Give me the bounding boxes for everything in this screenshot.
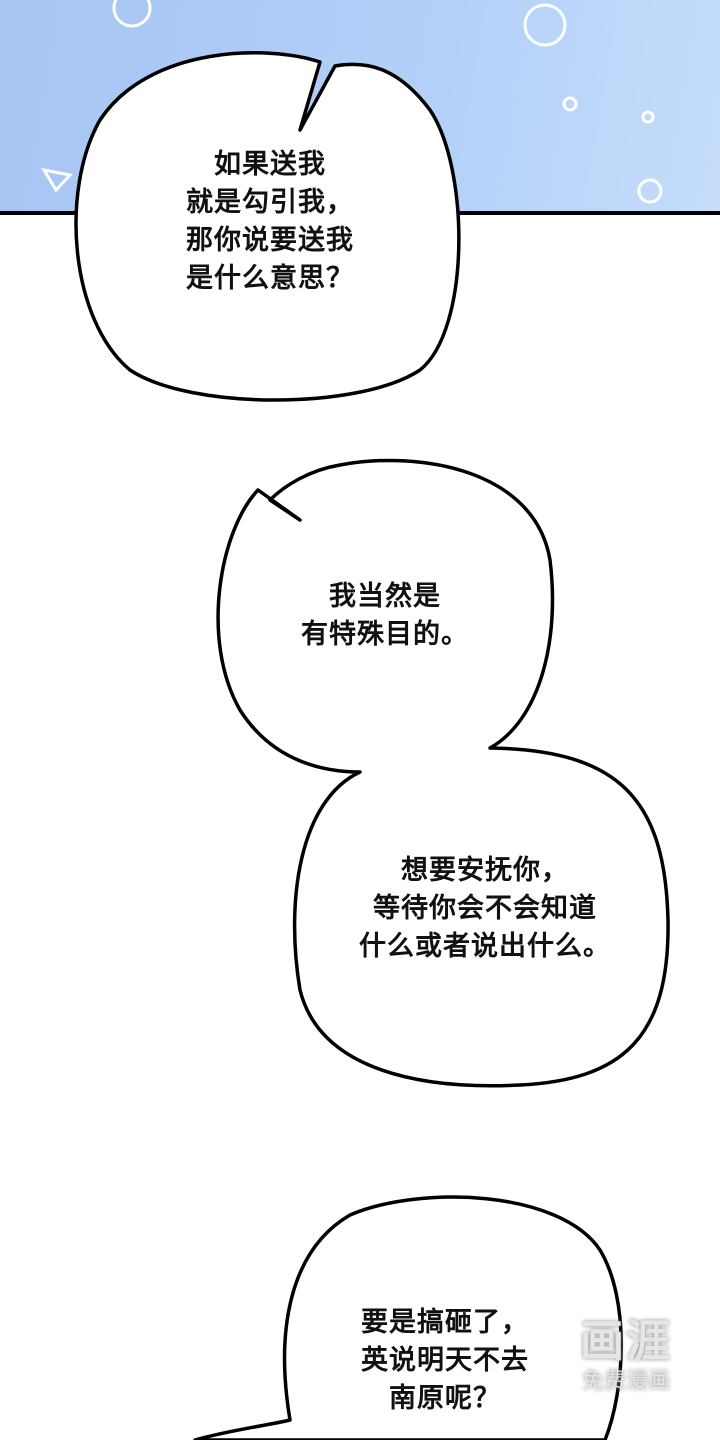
sky-decorations <box>40 0 663 204</box>
dialogue-line: 南原呢？ <box>389 1383 501 1414</box>
small-circle-icon <box>562 96 578 112</box>
dialogue-line: 我当然是 <box>329 581 441 612</box>
watermark-logo-text: 画涯 <box>580 1316 672 1367</box>
dialogue-line: 那你说要送我 <box>186 225 354 256</box>
dialogue-line: 就是勾引我， <box>186 187 354 218</box>
speech-bubble-4 <box>193 1195 623 1440</box>
striped-circle-icon <box>523 3 567 47</box>
striped-circle-icon <box>112 0 152 28</box>
dialogue-line: 想要安抚你， <box>401 855 569 886</box>
dialogue-line: 英说明天不去 <box>361 1345 529 1376</box>
bubble-2-text: 我当然是 有特殊目的。 <box>270 578 500 654</box>
dialogue-line: 要是搞砸了， <box>361 1307 529 1338</box>
dialogue-line: 是什么意思？ <box>186 263 354 294</box>
speech-bubble-1 <box>74 51 461 402</box>
dialogue-line: 如果送我 <box>214 149 326 180</box>
speech-bubble-2-3 <box>216 458 670 1088</box>
dialogue-line: 什么或者说出什么。 <box>359 931 611 962</box>
dialogue-line: 有特殊目的。 <box>301 619 469 650</box>
striped-circle-icon <box>637 178 663 204</box>
bubble-3-text: 想要安抚你， 等待你会不会知道 什么或者说出什么。 <box>330 852 640 966</box>
bubble-1-text: 如果送我 就是勾引我， 那你说要送我 是什么意思？ <box>140 146 400 298</box>
bubble-4-text: 要是搞砸了， 英说明天不去 南原呢？ <box>330 1304 560 1418</box>
small-circle-icon <box>641 110 655 124</box>
triangle-icon <box>40 167 73 193</box>
watermark-logo: 画涯 免费漫画 <box>566 1316 686 1396</box>
dialogue-line: 等待你会不会知道 <box>373 893 597 924</box>
watermark-tagline: 免费漫画 <box>581 1369 670 1394</box>
